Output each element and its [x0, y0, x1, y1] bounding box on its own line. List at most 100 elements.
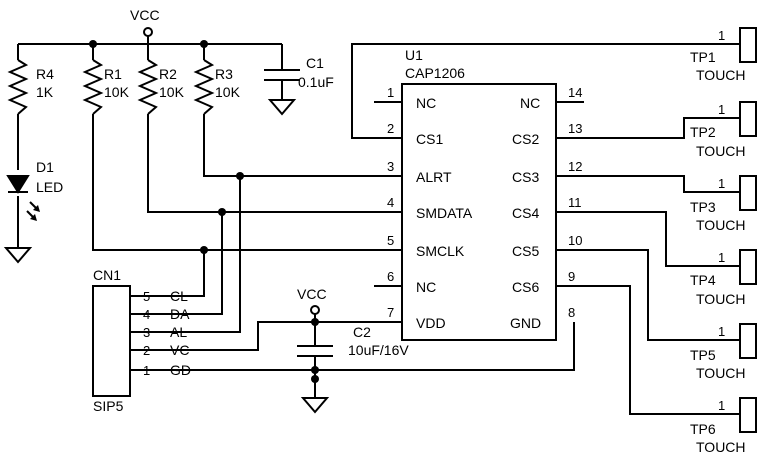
resistor-ref: R3: [215, 66, 233, 82]
pin-number: 4: [387, 195, 394, 210]
pin-name: DA: [170, 306, 190, 322]
pin-number: 10: [568, 233, 582, 248]
pin-number: 4: [143, 307, 150, 322]
pin-number: 2: [387, 121, 394, 136]
resistor-value: 10K: [104, 84, 130, 100]
pin-name: CS4: [512, 205, 539, 221]
pin-number: 14: [568, 85, 582, 100]
resistor-value: 10K: [159, 84, 185, 100]
pin-name: VDD: [416, 315, 446, 331]
junction-dot: [200, 40, 208, 48]
pin-name: ALRT: [416, 169, 452, 185]
touch-pad-tp6: 1 TP6 TOUCH: [690, 397, 757, 455]
pad-pin-number: 1: [718, 102, 725, 117]
junction-dot: [218, 208, 226, 216]
touch-pad-icon: [739, 101, 757, 137]
led-d1: D1 LED: [3, 159, 63, 264]
pin-name: NC: [416, 279, 436, 295]
pad-ref: TP3: [690, 199, 716, 215]
pad-ref: TP2: [690, 124, 716, 140]
ic-body: [401, 83, 557, 341]
pin-name: SMDATA: [416, 205, 473, 221]
pad-pin-number: 1: [718, 324, 725, 339]
pin-name: AL: [170, 324, 187, 340]
led-icon: [6, 175, 30, 194]
junction-dot: [236, 172, 244, 180]
touch-pad-icon: [739, 249, 757, 285]
pad-label: TOUCH: [696, 291, 746, 307]
capacitor-value: 0.1uF: [298, 74, 334, 90]
resistor-ref: R1: [104, 66, 122, 82]
touch-pad-icon: [739, 27, 757, 63]
pin-number: 2: [143, 343, 150, 358]
pad-pin-number: 1: [718, 250, 725, 265]
pad-ref: TP5: [690, 347, 716, 363]
pin-number: 5: [387, 233, 394, 248]
pin-name: CS1: [416, 131, 443, 147]
pin-number: 3: [387, 159, 394, 174]
pin-number: 13: [568, 121, 582, 136]
pin-number: 6: [387, 269, 394, 284]
connector-ref: CN1: [93, 267, 121, 283]
capacitor-c2: C2 10uF/16V: [297, 324, 409, 414]
ic-ref: U1: [405, 47, 423, 63]
vcc-top-label: VCC: [130, 7, 160, 23]
touch-pad-tp1: 1 TP1 TOUCH: [690, 27, 757, 83]
capacitor-c1: C1 0.1uF: [264, 55, 334, 116]
resistor-icon: [137, 59, 159, 115]
pin-name: GND: [510, 315, 541, 331]
pin-number: 5: [143, 289, 150, 304]
pin-name: NC: [416, 95, 436, 111]
junction-dot: [311, 366, 319, 374]
pin-name: GD: [170, 362, 191, 378]
vcc-terminal-icon: [310, 305, 320, 315]
junction-dot: [311, 318, 319, 326]
ic-u1: U1 CAP1206 1 NC 2 CS1 3 ALRT 4 SMDATA 5 …: [387, 47, 582, 341]
pin-number: 8: [568, 305, 575, 320]
resistor-r2: R2 10K: [137, 59, 185, 115]
junction-dot: [200, 246, 208, 254]
ic-part: CAP1206: [405, 65, 465, 81]
pin-name: CS5: [512, 243, 539, 259]
pin-number: 11: [568, 195, 582, 210]
resistor-r4: R4 1K: [7, 59, 54, 115]
touch-pad-tp5: 1 TP5 TOUCH: [690, 323, 757, 381]
resistor-ref: R2: [159, 66, 177, 82]
connector-part: SIP5: [93, 398, 124, 414]
capacitor-ref: C1: [306, 55, 324, 71]
pin-number: 3: [143, 325, 150, 340]
pad-label: TOUCH: [696, 143, 746, 159]
touch-pad-tp4: 1 TP4 TOUCH: [690, 249, 757, 307]
vcc-top: VCC: [130, 7, 160, 37]
pad-ref: TP4: [690, 272, 716, 288]
capacitor-ref: C2: [353, 324, 371, 340]
pin-name: VC: [170, 342, 189, 358]
pad-label: TOUCH: [696, 67, 746, 83]
pad-pin-number: 1: [718, 28, 725, 43]
connector-body: [92, 285, 131, 397]
pin-name: CS2: [512, 131, 539, 147]
resistor-ref: R4: [36, 66, 54, 82]
ground-icon: [267, 99, 297, 116]
ground-icon: [3, 247, 33, 264]
pin-number: 9: [568, 269, 575, 284]
arrow-head-icon: [30, 214, 37, 221]
arrow-head-icon: [33, 205, 40, 212]
ground-icon: [300, 397, 330, 414]
touch-pad-tp2: 1 TP2 TOUCH: [690, 101, 757, 159]
pin-name: CL: [170, 288, 188, 304]
pin-name: CS6: [512, 279, 539, 295]
pin-name: SMCLK: [416, 243, 465, 259]
resistor-value: 10K: [215, 84, 241, 100]
capacitor-value: 10uF/16V: [348, 342, 409, 358]
resistor-icon: [82, 59, 104, 115]
touch-pad-icon: [739, 397, 757, 433]
pad-label: TOUCH: [696, 217, 746, 233]
pin-number: 1: [143, 363, 150, 378]
pin-number: 1: [387, 85, 394, 100]
pad-label: TOUCH: [696, 365, 746, 381]
resistor-icon: [193, 59, 215, 115]
pad-pin-number: 1: [718, 398, 725, 413]
